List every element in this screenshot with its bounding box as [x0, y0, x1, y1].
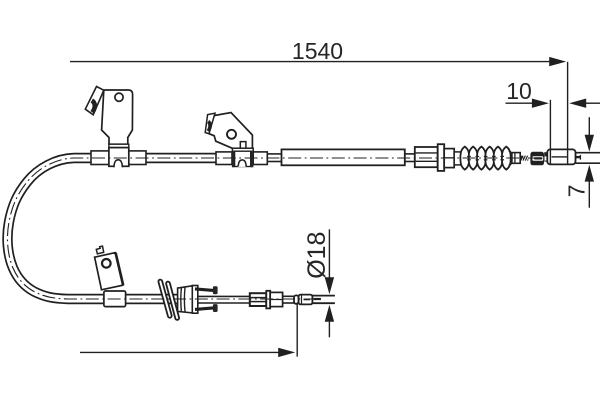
- svg-text:Ø18: Ø18: [303, 232, 331, 279]
- svg-text:7: 7: [564, 185, 590, 198]
- svg-text:1540: 1540: [292, 38, 343, 64]
- svg-text:10: 10: [506, 78, 532, 104]
